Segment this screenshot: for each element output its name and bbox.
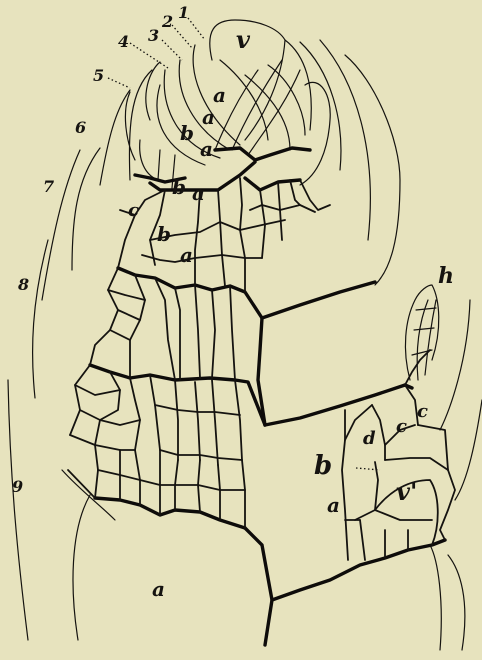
label-a-4: a [192,181,205,205]
label-a-3: a [200,137,213,161]
lateral-bud-h [405,285,438,380]
leaf-number-9: 9 [12,477,23,496]
label-a-7: a [152,577,165,601]
leaf-number-1: 1 [178,3,189,22]
leader-lines [108,18,380,470]
label-b-4: b [314,451,332,481]
label-a-5: a [180,243,193,267]
label-v-prime: v' [396,477,417,506]
label-v: v [236,25,251,54]
apical-leaves [125,20,330,188]
label-b-3: b [157,222,171,246]
leaf-number-6: 6 [75,118,86,137]
label-b-2: b [172,175,186,199]
leaf-number-4: 4 [118,32,129,51]
label-b-1: b [180,121,194,145]
leaf-number-5: 5 [93,66,104,85]
leaf-number-2: 2 [161,12,173,31]
label-c-1: c [128,200,139,221]
leaf-number-3: 3 [148,26,159,45]
label-a-6: a [327,493,340,517]
label-h: h [438,263,454,289]
label-a-1: a [213,83,226,107]
main-cell-walls [90,148,445,645]
cell-network [68,178,330,528]
labels: v v' a a a a a a a b b b b c c c d h 1 2… [12,3,454,601]
label-d: d [363,428,376,449]
label-c-2: c [396,416,407,437]
leaf-number-8: 8 [17,275,29,294]
label-a-2: a [202,105,215,129]
right-cell-group [342,350,455,560]
leaf-number-7: 7 [43,177,54,196]
label-c-3: c [417,401,428,422]
